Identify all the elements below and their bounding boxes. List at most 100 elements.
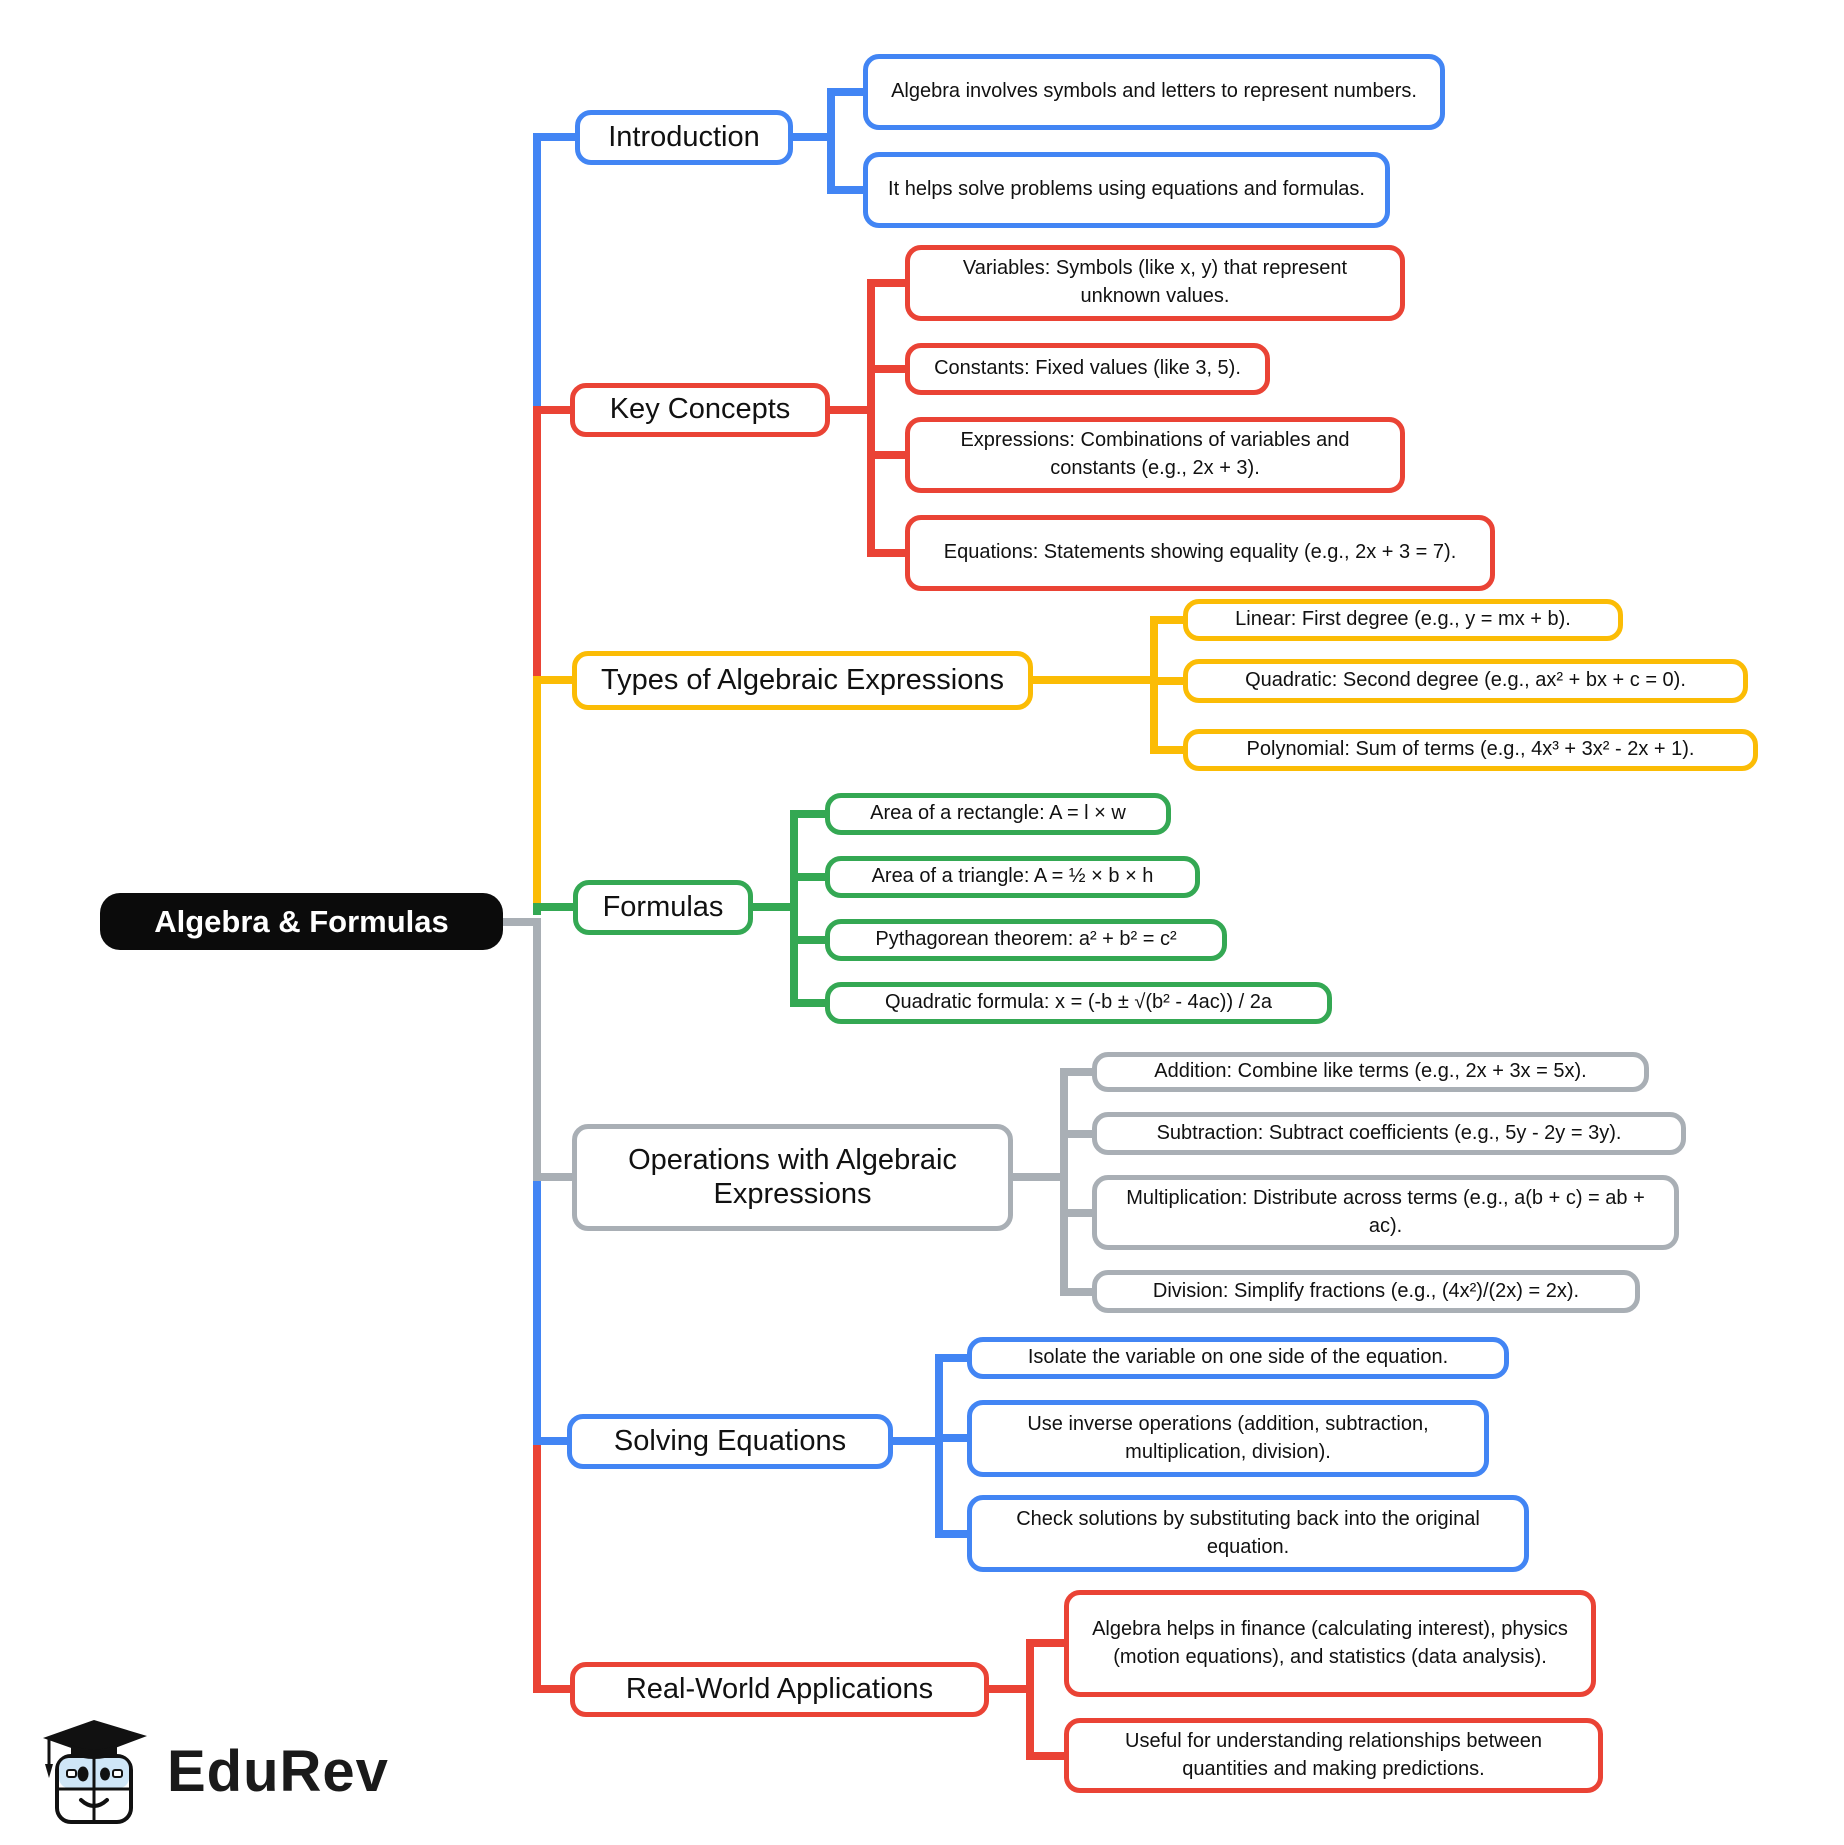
leaf-node[interactable]: Variables: Symbols (like x, y) that repr…: [905, 245, 1405, 321]
connector-root-stub: [498, 918, 541, 926]
leaf-text: Area of a triangle: A = ½ × b × h: [871, 865, 1154, 888]
connector: [1029, 676, 1154, 684]
leaf-text: Algebra helps in finance (calculating in…: [1092, 1617, 1568, 1668]
leaf-text: Isolate the variable on one side of the …: [1027, 1346, 1449, 1369]
leaf-text: Addition: Combine like terms (e.g., 2x +…: [1154, 1060, 1587, 1083]
connector: [935, 1354, 943, 1538]
connector: [867, 451, 908, 459]
leaf-node[interactable]: Area of a triangle: A = ½ × b × h: [825, 856, 1200, 898]
branch-key-concepts[interactable]: Key Concepts: [570, 383, 830, 437]
leaf-node[interactable]: Area of a rectangle: A = l × w: [825, 793, 1171, 835]
leaf-node[interactable]: Quadratic formula: x = (-b ± √(b² - 4ac)…: [825, 982, 1332, 1024]
leaf-text: Algebra involves symbols and letters to …: [891, 80, 1417, 103]
connector: [533, 406, 574, 414]
root-label: Algebra & Formulas: [154, 903, 449, 939]
leaf-node[interactable]: Isolate the variable on one side of the …: [967, 1337, 1509, 1379]
edurev-wordmark: EduRev: [167, 1738, 389, 1804]
leaf-text: Use inverse operations (addition, subtra…: [1027, 1412, 1429, 1463]
connector: [827, 186, 867, 194]
connector: [1150, 616, 1186, 624]
connector: [935, 1530, 970, 1538]
leaf-text: Linear: First degree (e.g., y = mx + b).: [1235, 608, 1571, 631]
connector: [1060, 1068, 1068, 1296]
leaf-text: Variables: Symbols (like x, y) that repr…: [962, 257, 1348, 307]
edurev-logo: EduRev: [35, 1712, 389, 1830]
connector: [533, 676, 576, 684]
connector: [827, 88, 835, 194]
leaf-node[interactable]: Check solutions by substituting back int…: [967, 1495, 1529, 1572]
connector: [1060, 1288, 1095, 1296]
leaf-text: Quadratic: Second degree (e.g., ax² + bx…: [1245, 669, 1686, 692]
leaf-node[interactable]: Linear: First degree (e.g., y = mx + b).: [1183, 599, 1623, 641]
branch-introduction[interactable]: Introduction: [575, 110, 793, 165]
leaf-node[interactable]: Addition: Combine like terms (e.g., 2x +…: [1092, 1052, 1649, 1092]
leaf-node[interactable]: Multiplication: Distribute across terms …: [1092, 1175, 1679, 1250]
branch-label: Types of Algebraic Expressions: [601, 663, 1004, 696]
leaf-text: Expressions: Combinations of variables a…: [960, 429, 1350, 479]
branch-solving-equations[interactable]: Solving Equations: [567, 1414, 893, 1469]
branch-label: Operations with Algebraic Expressions: [628, 1144, 957, 1210]
connector: [867, 279, 875, 557]
leaf-node[interactable]: It helps solve problems using equations …: [863, 152, 1390, 228]
graduation-cap-mascot-icon: [43, 1720, 147, 1824]
connector: [985, 1685, 1034, 1693]
connector-spine-gray: [533, 918, 541, 1181]
connector: [827, 88, 867, 96]
leaf-node[interactable]: Algebra involves symbols and letters to …: [863, 54, 1445, 130]
connector: [533, 1437, 571, 1445]
branch-label: Solving Equations: [613, 1424, 847, 1457]
connector: [867, 279, 908, 287]
leaf-node[interactable]: Algebra helps in finance (calculating in…: [1064, 1590, 1596, 1697]
branch-operations-with-algebraic-expressions[interactable]: Operations with Algebraic Expressions: [572, 1124, 1013, 1231]
leaf-node[interactable]: Polynomial: Sum of terms (e.g., 4x³ + 3x…: [1183, 729, 1758, 771]
leaf-node[interactable]: Expressions: Combinations of variables a…: [905, 417, 1405, 493]
connector: [889, 1437, 943, 1445]
connector-spine-red-bottom: [533, 1445, 541, 1693]
leaf-node[interactable]: Pythagorean theorem: a² + b² = c²: [825, 919, 1227, 961]
leaf-text: Polynomial: Sum of terms (e.g., 4x³ + 3x…: [1246, 738, 1695, 761]
root-node[interactable]: Algebra & Formulas: [100, 893, 503, 950]
leaf-node[interactable]: Use inverse operations (addition, subtra…: [967, 1400, 1489, 1477]
leaf-text: Constants: Fixed values (like 3, 5).: [934, 357, 1241, 380]
branch-real-world-applications[interactable]: Real-World Applications: [570, 1662, 989, 1717]
connector: [1026, 1639, 1067, 1647]
connector-spine-red-top: [533, 410, 541, 684]
leaf-node[interactable]: Constants: Fixed values (like 3, 5).: [905, 343, 1270, 395]
leaf-text: It helps solve problems using equations …: [888, 178, 1365, 201]
connector: [1150, 616, 1158, 754]
connector-spine-yellow: [533, 684, 541, 903]
connector: [749, 903, 798, 911]
leaf-text: Quadratic formula: x = (-b ± √(b² - 4ac)…: [884, 991, 1273, 1014]
leaf-node[interactable]: Equations: Statements showing equality (…: [905, 515, 1495, 591]
connector: [1060, 1130, 1095, 1138]
leaf-node[interactable]: Division: Simplify fractions (e.g., (4x²…: [1092, 1270, 1640, 1313]
connector: [1150, 677, 1186, 685]
leaf-text: Multiplication: Distribute across terms …: [1126, 1186, 1645, 1237]
connector: [790, 936, 828, 944]
connector: [1026, 1639, 1034, 1760]
connector: [1060, 1209, 1095, 1217]
connector: [1026, 1752, 1067, 1760]
leaf-node[interactable]: Subtraction: Subtract coefficients (e.g.…: [1092, 1112, 1686, 1155]
connector: [533, 1685, 574, 1693]
connector: [1009, 1173, 1067, 1181]
leaf-node[interactable]: Quadratic: Second degree (e.g., ax² + bx…: [1183, 659, 1748, 703]
leaf-text: Check solutions by substituting back int…: [1016, 1507, 1480, 1558]
connector: [533, 133, 579, 141]
connector: [867, 549, 908, 557]
connector-spine-blue-top: [533, 134, 541, 410]
connector: [1060, 1068, 1095, 1076]
connector-spine-blue-bottom: [533, 1181, 541, 1445]
connector: [789, 133, 831, 141]
leaf-text: Area of a rectangle: A = l × w: [870, 802, 1126, 825]
leaf-text: Subtraction: Subtract coefficients (e.g.…: [1156, 1121, 1622, 1144]
branch-types-of-algebraic-expressions[interactable]: Types of Algebraic Expressions: [572, 651, 1033, 710]
connector: [935, 1434, 970, 1442]
leaf-node[interactable]: Useful for understanding relationships b…: [1064, 1718, 1603, 1793]
branch-label: Formulas: [602, 890, 724, 923]
connector: [790, 810, 828, 818]
connector: [1150, 746, 1186, 754]
branch-formulas[interactable]: Formulas: [573, 880, 753, 935]
branch-label: Key Concepts: [609, 393, 791, 426]
